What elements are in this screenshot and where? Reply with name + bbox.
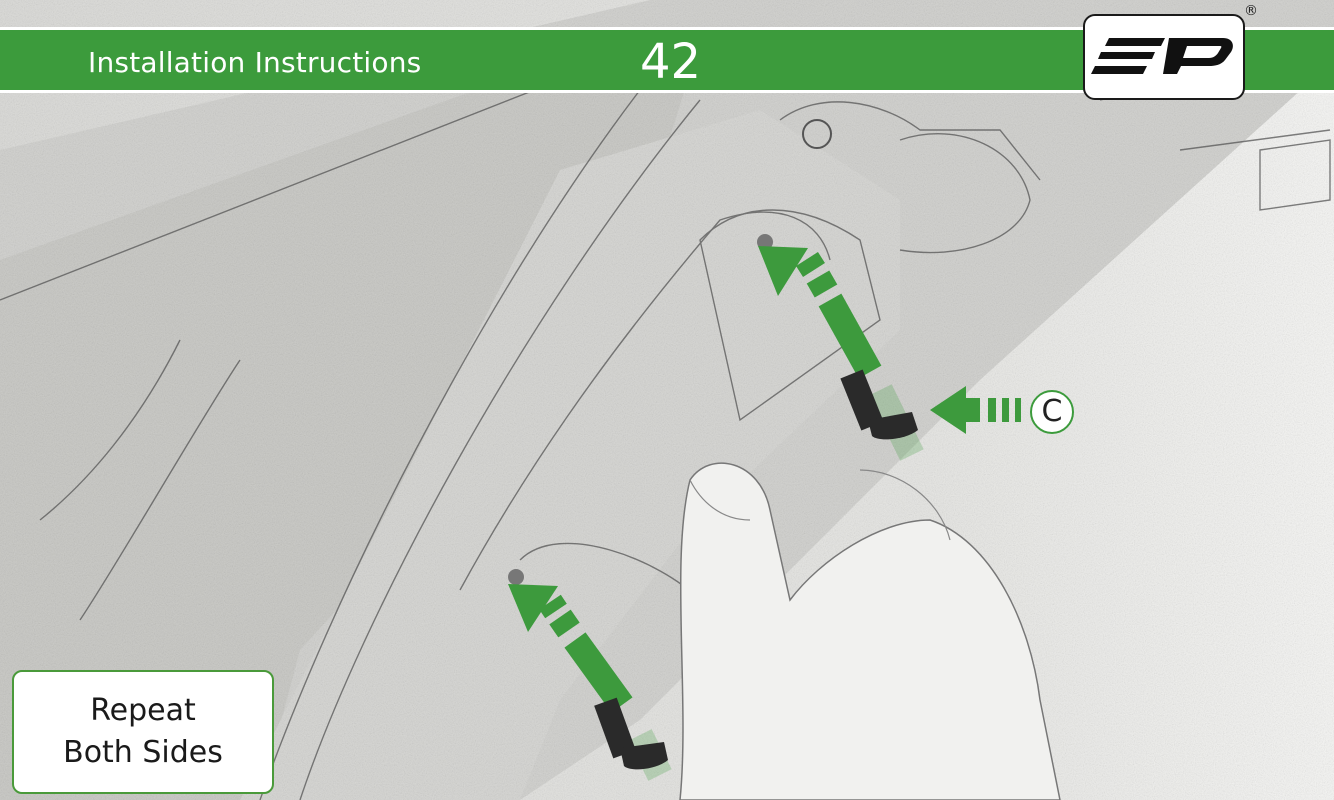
ep-logo bbox=[1083, 14, 1245, 100]
step-number: 42 bbox=[640, 34, 701, 90]
notice-line-1: Repeat bbox=[90, 690, 196, 732]
callout-label: C bbox=[1030, 390, 1074, 434]
page-title: Installation Instructions bbox=[88, 46, 421, 79]
notice-line-2: Both Sides bbox=[63, 732, 223, 774]
callout-arrow-icon bbox=[930, 386, 1021, 434]
bolt-icon bbox=[594, 698, 668, 770]
registered-mark: ® bbox=[1244, 3, 1258, 19]
repeat-notice: Repeat Both Sides bbox=[12, 670, 274, 794]
ep-logo-icon bbox=[1085, 16, 1243, 98]
